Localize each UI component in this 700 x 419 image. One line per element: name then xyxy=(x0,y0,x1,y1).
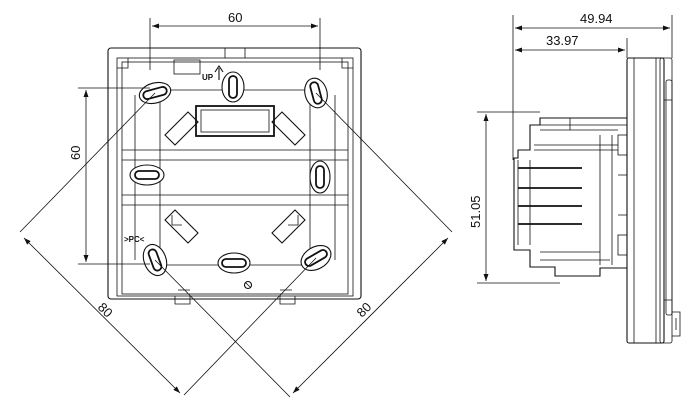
mounting-slot-top-center xyxy=(221,71,245,103)
inner-plate xyxy=(116,57,354,297)
label-up: UP xyxy=(202,73,214,82)
dim-height-51-05: 51.05 xyxy=(468,195,483,228)
body-housing xyxy=(513,117,627,277)
dim-left-60: 60 xyxy=(68,146,83,160)
mounting-slot-mid-right xyxy=(309,160,331,194)
mounting-slot-bottom-center xyxy=(217,252,251,274)
dim-diag-right-80: 80 xyxy=(354,299,375,320)
dim-overall-49-94: 49.94 xyxy=(580,11,613,26)
screw-mark xyxy=(243,280,253,290)
mounting-slot-mid-left xyxy=(129,164,165,186)
dim-diag-left-80: 80 xyxy=(95,300,116,321)
front-view: UP >PC< 60 60 80 80 xyxy=(19,10,453,398)
up-arrow-icon xyxy=(214,65,224,80)
dim-top-60: 60 xyxy=(228,10,242,25)
center-window xyxy=(195,105,275,137)
label-pc: >PC< xyxy=(124,235,145,244)
faceplate xyxy=(626,57,665,344)
side-view: 49.94 33.97 51.05 xyxy=(468,11,681,344)
inner-frame xyxy=(121,61,349,295)
dim-body-33-97: 33.97 xyxy=(546,33,579,48)
outer-plate xyxy=(107,47,362,300)
